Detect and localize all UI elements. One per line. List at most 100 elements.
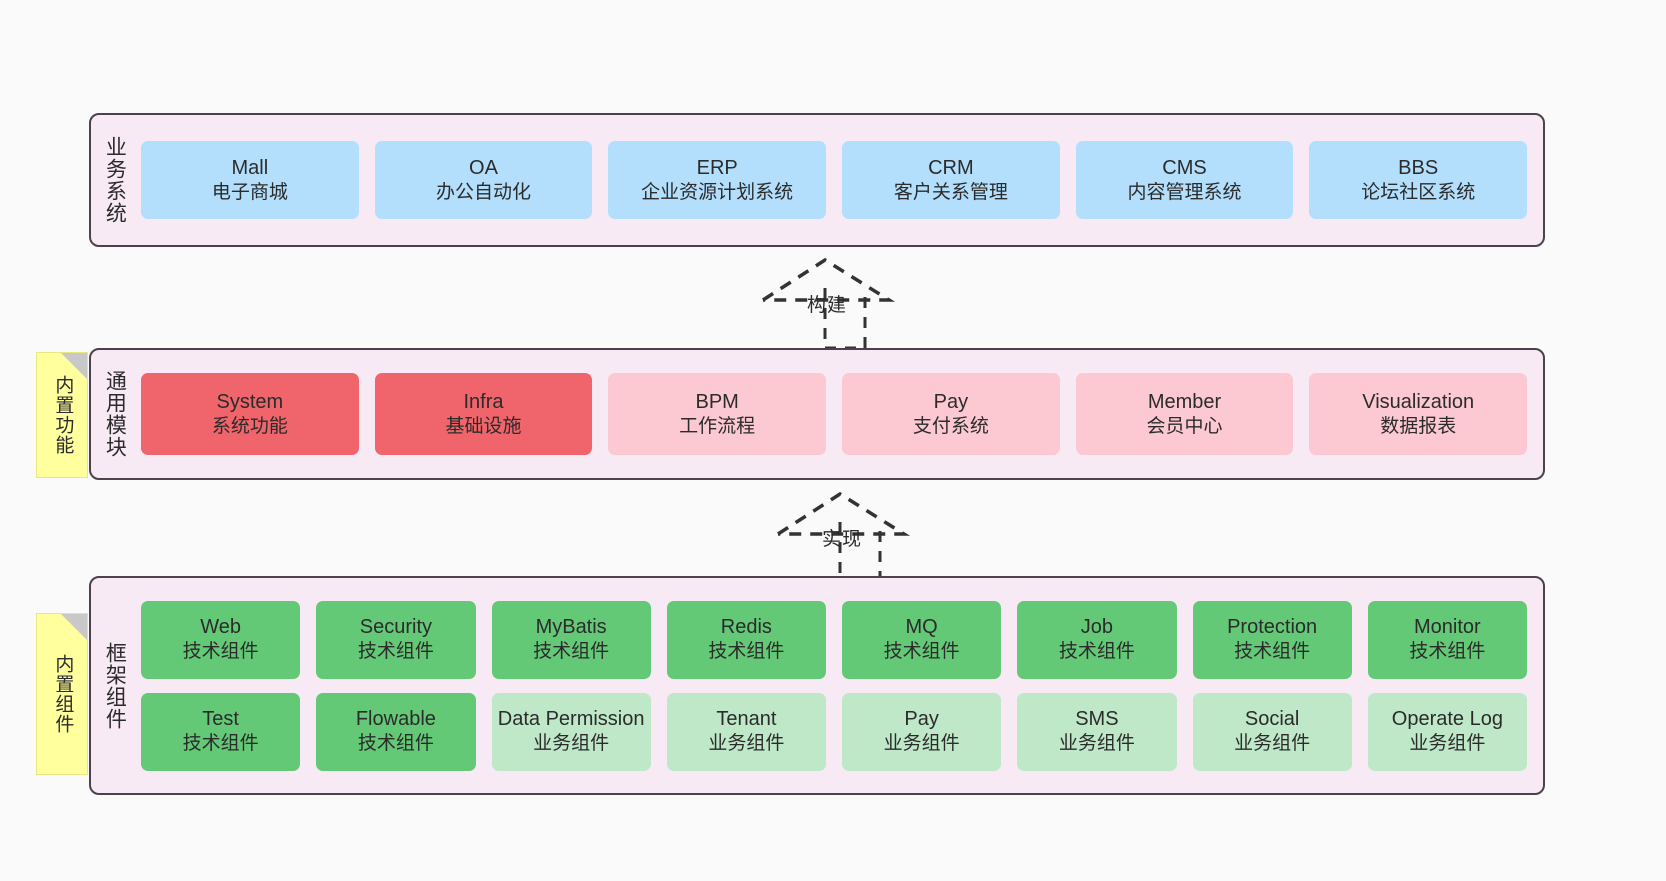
card-test-cn: 技术组件: [182, 733, 259, 755]
card-mall[interactable]: Mall 电子商城: [141, 141, 359, 219]
card-mybatis[interactable]: MyBatis 技术组件: [491, 600, 651, 679]
card-sms-cn: 业务组件: [1058, 733, 1135, 755]
card-monitor[interactable]: Monitor 技术组件: [1367, 600, 1527, 679]
card-protection[interactable]: Protection 技术组件: [1192, 600, 1352, 679]
card-crm-cn: 客户关系管理: [893, 181, 1008, 203]
card-flowable[interactable]: Flowable 技术组件: [316, 692, 476, 771]
card-tenant-cn: 业务组件: [708, 733, 785, 755]
card-redis[interactable]: Redis 技术组件: [666, 600, 826, 679]
card-oa-en: OA: [469, 156, 498, 179]
layer-module-row: System 系统功能 Infra 基础设施 BPM 工作流程 Pay 支付系统…: [141, 373, 1528, 455]
card-protection-cn: 技术组件: [1234, 641, 1311, 663]
card-infra-cn: 基础设施: [445, 415, 522, 437]
card-bpm-en: BPM: [695, 390, 739, 413]
card-mq[interactable]: MQ 技术组件: [842, 600, 1002, 679]
card-mall-en: Mall: [231, 156, 269, 179]
card-monitor-en: Monitor: [1414, 616, 1481, 639]
layer-framework-components[interactable]: 框架组件 Web 技术组件 Security 技术组件 MyBatis 技术组件…: [89, 576, 1545, 795]
card-infra-en: Infra: [463, 390, 504, 413]
card-bbs-en: BBS: [1398, 156, 1439, 179]
note-builtin-features[interactable]: 内置功能: [36, 352, 88, 478]
card-security-en: Security: [359, 616, 432, 639]
card-system-cn: 系统功能: [211, 415, 288, 437]
card-pay-module-cn: 支付系统: [912, 415, 989, 437]
card-cms[interactable]: CMS 内容管理系统: [1075, 141, 1294, 219]
card-crm-en: CRM: [928, 156, 974, 179]
card-bbs-cn: 论坛社区系统: [1361, 181, 1476, 203]
card-erp-cn: 企业资源计划系统: [641, 181, 794, 203]
card-infra[interactable]: Infra 基础设施: [374, 373, 593, 455]
card-sms-en: SMS: [1075, 708, 1119, 731]
card-bbs[interactable]: BBS 论坛社区系统: [1309, 141, 1528, 219]
card-bpm-cn: 工作流程: [679, 415, 756, 437]
layer-business-title: 业务系统: [103, 136, 127, 224]
card-job[interactable]: Job 技术组件: [1017, 600, 1177, 679]
note-builtin-components-label: 内置组件: [52, 654, 74, 734]
arrow-implement-label: 实现: [822, 529, 863, 550]
card-system-en: System: [216, 390, 284, 413]
card-operate-log-en: Operate Log: [1391, 708, 1503, 731]
card-operate-log[interactable]: Operate Log 业务组件: [1367, 692, 1527, 771]
card-erp-en: ERP: [696, 156, 738, 179]
note-builtin-features-label: 内置功能: [52, 375, 74, 455]
layer-module-body: System 系统功能 Infra 基础设施 BPM 工作流程 Pay 支付系统…: [137, 350, 1543, 478]
card-tenant[interactable]: Tenant 业务组件: [666, 692, 826, 771]
card-erp[interactable]: ERP 企业资源计划系统: [608, 141, 827, 219]
layer-business-body: Mall 电子商城 OA 办公自动化 ERP 企业资源计划系统 CRM 客户关系…: [137, 115, 1543, 245]
card-member[interactable]: Member 会员中心: [1075, 373, 1294, 455]
card-mq-cn: 技术组件: [883, 641, 960, 663]
card-member-cn: 会员中心: [1146, 415, 1223, 437]
card-social-cn: 业务组件: [1234, 733, 1311, 755]
layer-common-modules[interactable]: 通用模块 System 系统功能 Infra 基础设施 BPM 工作流程 Pay…: [89, 348, 1545, 480]
card-redis-cn: 技术组件: [708, 641, 785, 663]
card-oa[interactable]: OA 办公自动化: [374, 141, 593, 219]
card-job-en: Job: [1080, 616, 1113, 639]
card-social[interactable]: Social 业务组件: [1192, 692, 1352, 771]
card-pay-component[interactable]: Pay 业务组件: [842, 692, 1002, 771]
card-web[interactable]: Web 技术组件: [141, 600, 301, 679]
card-protection-en: Protection: [1227, 616, 1318, 639]
card-tenant-en: Tenant: [716, 708, 777, 731]
layer-framework-row-2: Test 技术组件 Flowable 技术组件 Data Permission …: [141, 692, 1527, 771]
card-security[interactable]: Security 技术组件: [316, 600, 476, 679]
card-sms[interactable]: SMS 业务组件: [1017, 692, 1177, 771]
layer-framework-title: 框架组件: [103, 641, 127, 730]
layer-business-systems[interactable]: 业务系统 Mall 电子商城 OA 办公自动化 ERP 企业资源计划系统 CRM…: [89, 113, 1545, 247]
card-crm[interactable]: CRM 客户关系管理: [842, 141, 1060, 219]
card-flowable-cn: 技术组件: [357, 733, 434, 755]
card-mybatis-cn: 技术组件: [533, 641, 610, 663]
card-visualization[interactable]: Visualization 数据报表: [1309, 373, 1528, 455]
card-social-en: Social: [1244, 708, 1300, 731]
note-fold-corner-icon: [61, 614, 87, 640]
arrow-build: 构建: [755, 258, 915, 350]
card-data-permission-en: Data Permission: [497, 708, 645, 731]
card-system[interactable]: System 系统功能: [141, 373, 359, 455]
card-web-cn: 技术组件: [182, 641, 259, 663]
card-mall-cn: 电子商城: [211, 181, 288, 203]
card-operate-log-cn: 业务组件: [1409, 733, 1486, 755]
card-mq-en: MQ: [905, 616, 938, 639]
card-visualization-cn: 数据报表: [1380, 415, 1457, 437]
card-cms-cn: 内容管理系统: [1127, 181, 1242, 203]
card-security-cn: 技术组件: [357, 641, 434, 663]
card-bpm[interactable]: BPM 工作流程: [608, 373, 827, 455]
card-monitor-cn: 技术组件: [1409, 641, 1486, 663]
card-test-en: Test: [202, 708, 239, 731]
layer-business-row: Mall 电子商城 OA 办公自动化 ERP 企业资源计划系统 CRM 客户关系…: [141, 141, 1528, 219]
card-test[interactable]: Test 技术组件: [141, 692, 301, 771]
card-oa-cn: 办公自动化: [436, 181, 532, 203]
card-member-en: Member: [1147, 390, 1222, 413]
arrow-build-label: 构建: [807, 295, 848, 316]
card-mybatis-en: MyBatis: [535, 616, 607, 639]
note-builtin-components[interactable]: 内置组件: [36, 613, 88, 775]
card-data-permission[interactable]: Data Permission 业务组件: [491, 692, 651, 771]
card-pay-component-en: Pay: [904, 708, 939, 731]
layer-module-title: 通用模块: [103, 370, 127, 458]
card-cms-en: CMS: [1162, 156, 1207, 179]
card-pay-module-en: Pay: [933, 390, 969, 413]
card-web-en: Web: [200, 616, 241, 639]
card-data-permission-cn: 业务组件: [533, 733, 610, 755]
card-visualization-en: Visualization: [1362, 390, 1475, 413]
card-pay-module[interactable]: Pay 支付系统: [842, 373, 1060, 455]
